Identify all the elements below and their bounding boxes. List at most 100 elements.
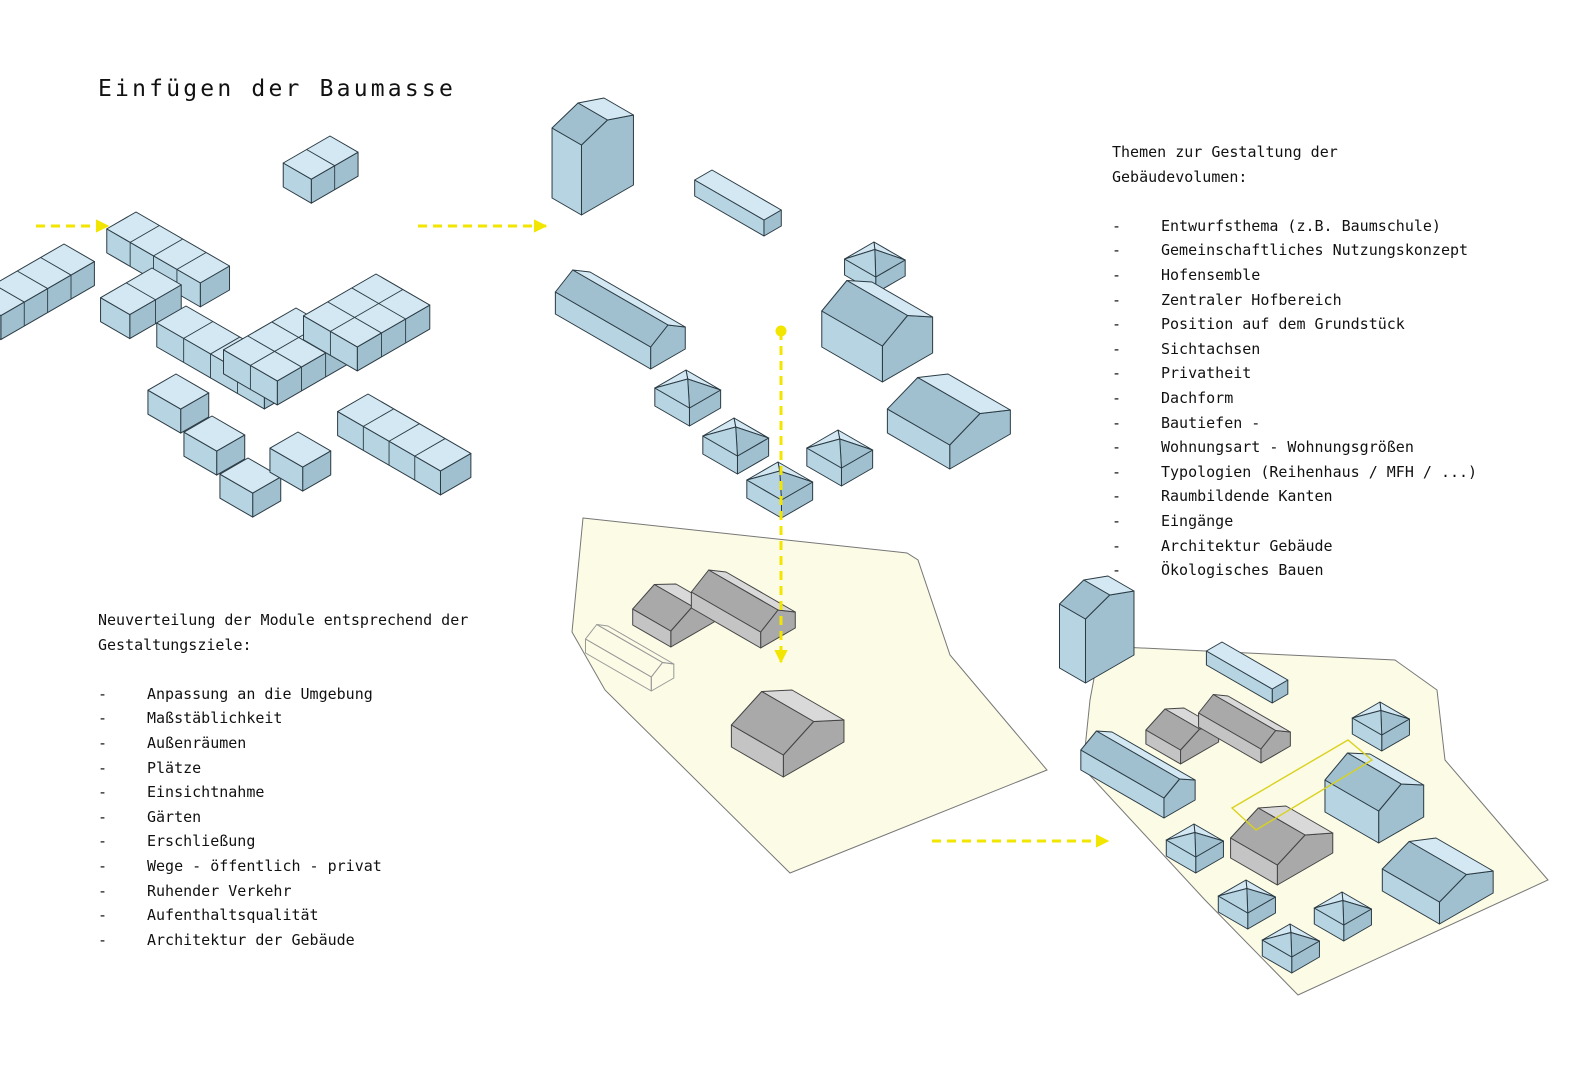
list-item: - Gemeinschaftliches Nutzungskonzept xyxy=(1112,238,1582,263)
list-item: - Gärten xyxy=(98,805,518,830)
volume-small-4 xyxy=(806,429,874,487)
design-goals-heading: Neuverteilung der Module entsprechend de… xyxy=(98,611,469,654)
final-long-left xyxy=(1080,730,1196,819)
bullet-dash: - xyxy=(98,930,108,949)
list-item: - Einsichtnahme xyxy=(98,780,518,805)
module-grid-right xyxy=(303,273,431,372)
bullet-dash: - xyxy=(1112,339,1122,358)
final-small-2 xyxy=(1165,823,1224,874)
volume-small-1 xyxy=(654,369,722,427)
final-small-1 xyxy=(1351,701,1410,752)
bullet-dash: - xyxy=(1112,241,1122,260)
list-item-label: Bautiefen - xyxy=(1161,413,1261,432)
final-barn xyxy=(1230,805,1334,886)
module-single-4 xyxy=(269,431,332,492)
bullet-dash: - xyxy=(98,783,108,802)
list-item: -Ökologisches Bauen xyxy=(1112,558,1582,583)
bullet-dash: - xyxy=(1112,536,1122,555)
list-item-label: Sichtachsen xyxy=(1161,339,1261,358)
list-item: - Raumbildende Kanten xyxy=(1112,484,1582,509)
final-small-4 xyxy=(1313,891,1372,942)
list-item-label: Einsichtnahme xyxy=(147,783,265,802)
module-pair-top xyxy=(282,135,359,204)
bullet-dash: - xyxy=(1112,413,1122,432)
list-item: -Position auf dem Grundstück xyxy=(1112,312,1582,337)
volume-big-right xyxy=(821,280,934,383)
bullet-dash: - xyxy=(1112,511,1122,530)
list-item-label: Ruhender Verkehr xyxy=(147,881,292,900)
bullet-dash: - xyxy=(98,709,108,728)
list-item-label: Wohnungsart - Wohnungsgrößen xyxy=(1161,438,1414,457)
list-item-label: Maßstäblichkeit xyxy=(147,709,283,728)
bullet-dash: - xyxy=(1112,438,1122,457)
list-item: -Anpassung an die Umgebung xyxy=(98,682,518,707)
bullet-dash: - xyxy=(1112,487,1122,506)
module-column-left xyxy=(0,243,95,341)
module-single-3 xyxy=(219,457,282,518)
bullet-dash: - xyxy=(98,733,108,752)
bullet-dash: - xyxy=(98,906,108,925)
list-item: - Außenräumen xyxy=(98,731,518,756)
bullet-dash: - xyxy=(98,832,108,851)
list-item-label: Raumbildende Kanten xyxy=(1161,487,1333,506)
existing-barn xyxy=(730,689,845,778)
list-item-label: Anpassung an die Umgebung xyxy=(147,684,373,703)
final-small-5 xyxy=(1261,923,1320,974)
list-item-label: Außenräumen xyxy=(147,733,247,752)
list-item-label: Dachform xyxy=(1161,388,1234,407)
list-item-label: Architektur der Gebäude xyxy=(147,930,355,949)
list-item: - Hofensemble xyxy=(1112,263,1582,288)
list-item-label: Aufenthaltsqualität xyxy=(147,906,319,925)
list-item-label: Ökologisches Bauen xyxy=(1161,561,1324,580)
volume-flat-top xyxy=(694,169,782,237)
existing-site-plot xyxy=(571,517,1048,874)
bullet-dash: - xyxy=(1112,364,1122,383)
volume-tall-left xyxy=(551,97,634,216)
bullet-dash: - xyxy=(98,758,108,777)
bullet-dash: - xyxy=(1112,388,1122,407)
bullet-dash: - xyxy=(1112,216,1122,235)
volume-themes-heading: Themen zur Gestaltung der Gebäudevolumen… xyxy=(1112,143,1338,186)
list-item-label: Architektur Gebäude xyxy=(1161,536,1333,555)
list-item-label: Plätze xyxy=(147,758,202,777)
list-item-label: Erschließung xyxy=(147,832,256,851)
final-tall-left xyxy=(1059,575,1135,684)
list-item-label: Wege - öffentlich - privat xyxy=(147,856,382,875)
final-long-right xyxy=(1381,837,1494,925)
courtyard-outline xyxy=(1230,739,1374,831)
list-item-label: Hofensemble xyxy=(1161,265,1261,284)
module-row-bottom xyxy=(337,393,472,496)
bullet-dash: - xyxy=(98,807,108,826)
list-item: -Typologien (Reihenhaus / MFH / ...) xyxy=(1112,460,1582,485)
list-item-label: Privatheit xyxy=(1161,364,1252,383)
list-item: - Wohnungsart - Wohnungsgrößen xyxy=(1112,435,1582,460)
bullet-dash: - xyxy=(1112,265,1122,284)
list-item: -Entwurfsthema (z.B. Baumschule) xyxy=(1112,214,1582,239)
final-existing-l-main xyxy=(1198,694,1291,764)
list-item: - Dachform xyxy=(1112,386,1582,411)
list-item-label: Gemeinschaftliches Nutzungskonzept xyxy=(1161,241,1469,260)
list-item: - Architektur Gebäude xyxy=(1112,534,1582,559)
list-item: - Plätze xyxy=(98,756,518,781)
final-flat-top xyxy=(1205,641,1289,704)
list-item-label: Gärten xyxy=(147,807,202,826)
list-item: - Aufenthaltsqualität xyxy=(98,903,518,928)
page-title: Einfügen der Baumasse xyxy=(98,76,456,102)
volume-small-3 xyxy=(746,461,814,519)
module-single-2 xyxy=(183,415,246,476)
final-big-right xyxy=(1324,752,1425,844)
arrow-to-site xyxy=(774,325,788,664)
list-item: - Erschließung xyxy=(98,829,518,854)
volume-long-left xyxy=(554,269,686,370)
bullet-dash: - xyxy=(1112,462,1122,481)
volume-themes-text: Themen zur Gestaltung der Gebäudevolumen… xyxy=(1112,140,1582,583)
design-goals-text: Neuverteilung der Module entsprechend de… xyxy=(98,608,518,952)
module-single-1 xyxy=(147,373,210,434)
existing-building-l-main xyxy=(690,569,796,649)
ghost-outbuilding xyxy=(584,624,675,692)
list-item: - Architektur der Gebäude xyxy=(98,928,518,953)
bullet-dash: - xyxy=(1112,315,1122,334)
volume-long-right xyxy=(886,373,1011,470)
list-item: -Wege - öffentlich - privat xyxy=(98,854,518,879)
